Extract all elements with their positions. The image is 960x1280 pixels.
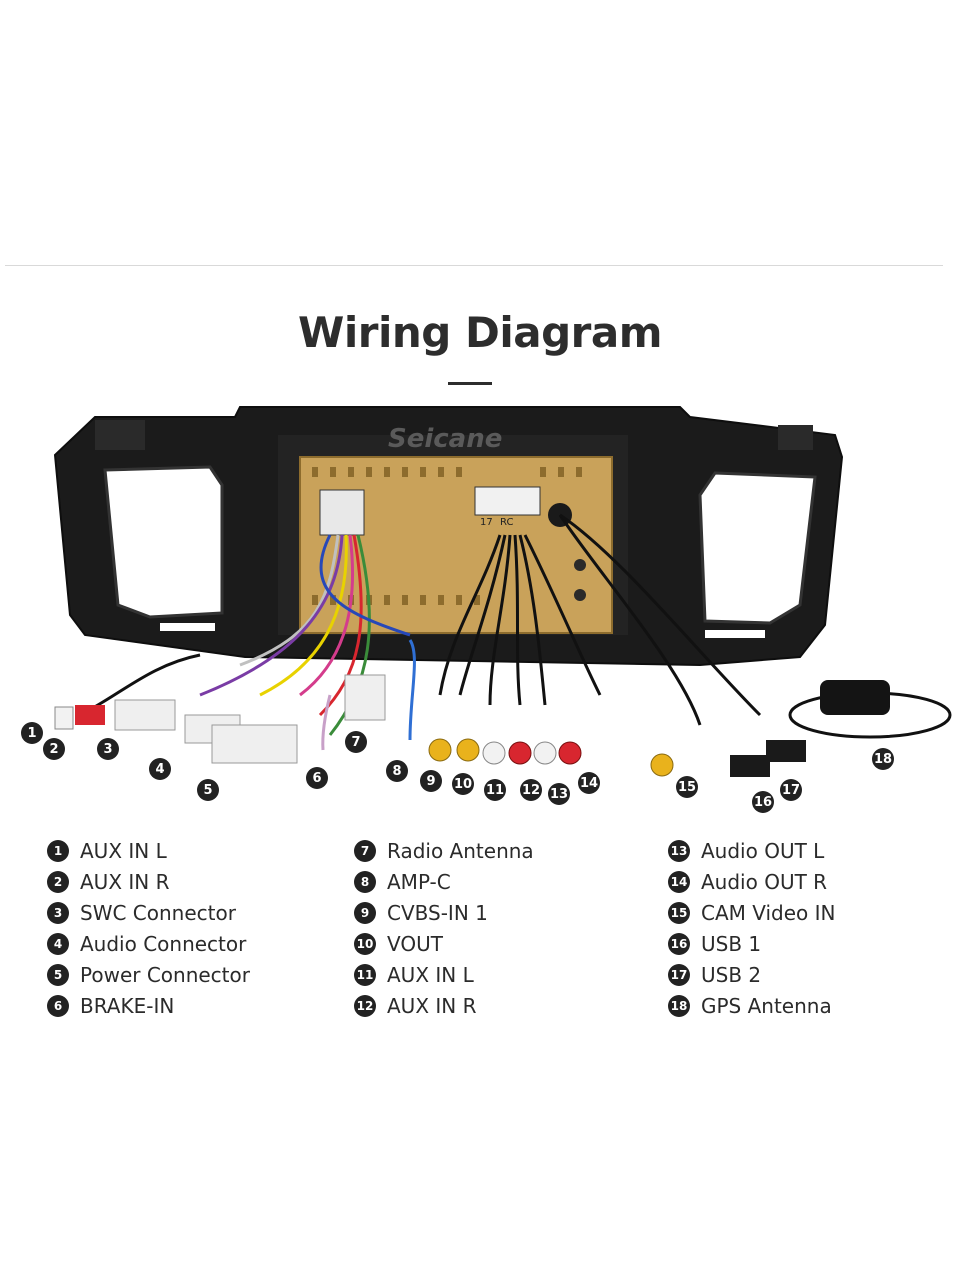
brand-watermark: Seicane bbox=[388, 424, 502, 454]
page-title: Wiring Diagram bbox=[298, 308, 662, 357]
callout-2: 2 bbox=[43, 738, 65, 760]
top-divider bbox=[5, 265, 943, 266]
callout-7: 7 bbox=[345, 731, 367, 753]
connectors bbox=[54, 674, 952, 777]
label-b: RC bbox=[500, 517, 513, 528]
callout-15: 15 bbox=[676, 776, 698, 798]
label-a: 17 bbox=[480, 517, 493, 528]
callout-18: 18 bbox=[872, 748, 894, 770]
callout-16: 16 bbox=[752, 791, 774, 813]
callout-17: 17 bbox=[780, 779, 802, 801]
callout-4: 4 bbox=[149, 758, 171, 780]
callout-6: 6 bbox=[306, 767, 328, 789]
head-unit-illustration: 17 RC Seicane bbox=[53, 406, 952, 777]
callout-12: 12 bbox=[520, 779, 542, 801]
callout-8: 8 bbox=[386, 760, 408, 782]
callout-14: 14 bbox=[578, 772, 600, 794]
callout-1: 1 bbox=[21, 722, 43, 744]
wire-harness bbox=[79, 513, 762, 751]
title-underline bbox=[448, 382, 492, 385]
callout-10: 10 bbox=[452, 773, 474, 795]
callout-11: 11 bbox=[484, 779, 506, 801]
callout-13: 13 bbox=[548, 783, 570, 805]
callout-9: 9 bbox=[420, 770, 442, 792]
callout-3: 3 bbox=[97, 738, 119, 760]
callout-5: 5 bbox=[197, 779, 219, 801]
wiring-figure: 17 RC Seicane bbox=[0, 395, 960, 835]
